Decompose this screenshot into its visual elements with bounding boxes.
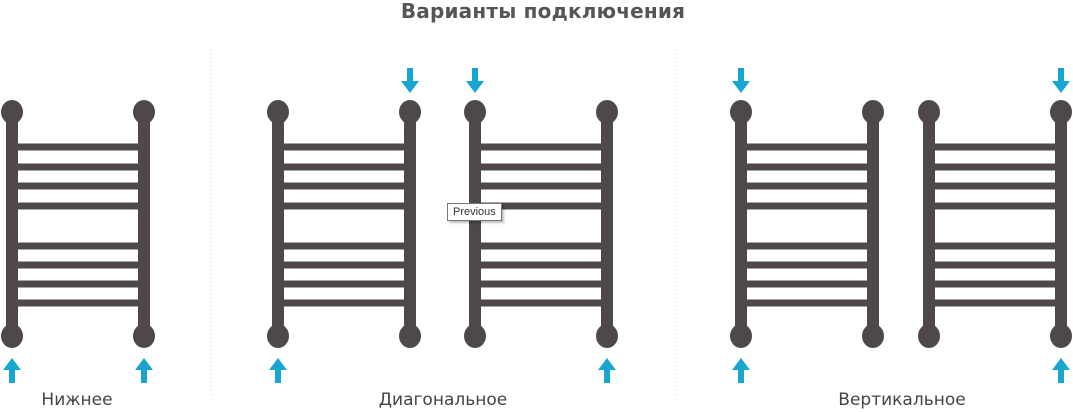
- towel-rung: [929, 143, 1061, 151]
- towel-rail-cap: [1050, 100, 1072, 124]
- towel-rung: [278, 242, 410, 250]
- towel-rail-pipe: [601, 105, 613, 343]
- towel-rung: [929, 261, 1061, 269]
- towel-rail-cap: [399, 100, 421, 124]
- towel-rung: [741, 242, 873, 250]
- label-bottom: Нижнее: [41, 390, 113, 410]
- towel-rung: [12, 202, 144, 210]
- towel-rail-cap: [1, 100, 23, 124]
- towel-rung: [475, 202, 607, 210]
- towel-rung: [475, 299, 607, 307]
- towel-rung: [475, 280, 607, 288]
- towel-rung: [475, 163, 607, 171]
- towel-rung: [475, 242, 607, 250]
- towel-rung: [12, 242, 144, 250]
- towel-rail-pipe: [735, 105, 747, 343]
- towel-rail-pipe: [404, 105, 416, 343]
- towel-rail-pipe: [272, 105, 284, 343]
- towel-rung: [278, 202, 410, 210]
- arrow-up-icon: [1052, 358, 1070, 383]
- label-diagonal: Диагональное: [378, 390, 508, 410]
- towel-rail-cap: [1, 324, 23, 348]
- label-vertical: Вертикальное: [838, 390, 966, 410]
- towel-rung: [278, 261, 410, 269]
- towel-rail-cap: [267, 324, 289, 348]
- towel-rail-cap: [918, 100, 940, 124]
- towel-rail-pipe: [138, 105, 150, 343]
- arrow-down-icon: [732, 68, 750, 93]
- towel-rail-pipe: [923, 105, 935, 343]
- arrow-up-icon: [732, 358, 750, 383]
- towel-rung: [12, 163, 144, 171]
- towel-rung: [278, 143, 410, 151]
- towel-rung: [278, 163, 410, 171]
- towel-rail-cap: [596, 100, 618, 124]
- towel-rail-cap: [133, 100, 155, 124]
- towel-rail-cap: [1050, 324, 1072, 348]
- arrow-up-icon: [135, 358, 153, 383]
- section-title: Варианты подключения: [400, 0, 686, 23]
- towel-rail-cap: [862, 324, 884, 348]
- towel-rail-cap: [464, 100, 486, 124]
- towel-rung: [741, 143, 873, 151]
- towel-rail-cap: [730, 324, 752, 348]
- towel-rung: [929, 242, 1061, 250]
- towel-rung: [929, 299, 1061, 307]
- towel-rung: [929, 202, 1061, 210]
- towel-rail-cap: [862, 100, 884, 124]
- towel-rail-pipe: [469, 105, 481, 343]
- arrow-down-icon: [401, 68, 419, 93]
- arrow-down-icon: [1052, 68, 1070, 93]
- towel-rung: [12, 280, 144, 288]
- towel-rail-pipe: [6, 105, 18, 343]
- towel-rail-cap: [596, 324, 618, 348]
- towel-rung: [929, 163, 1061, 171]
- towel-rung: [12, 299, 144, 307]
- arrow-up-icon: [598, 358, 616, 383]
- towel-rung: [741, 182, 873, 190]
- towel-rung: [929, 182, 1061, 190]
- towel-rail-pipe: [1055, 105, 1067, 343]
- towel-rung: [278, 299, 410, 307]
- towel-rung: [278, 280, 410, 288]
- towel-rail-cap: [399, 324, 421, 348]
- towel-rail-cap: [918, 324, 940, 348]
- towel-rung: [475, 261, 607, 269]
- towel-rung: [12, 143, 144, 151]
- towel-rung: [12, 182, 144, 190]
- towel-rail-cap: [267, 100, 289, 124]
- towel-rung: [475, 182, 607, 190]
- arrow-up-icon: [269, 358, 287, 383]
- towel-rail-cap: [730, 100, 752, 124]
- towel-rung: [475, 143, 607, 151]
- towel-rung: [741, 163, 873, 171]
- towel-rung: [741, 202, 873, 210]
- towel-rung: [929, 280, 1061, 288]
- arrow-down-icon: [466, 68, 484, 93]
- towel-rail-cap: [133, 324, 155, 348]
- towel-rung: [741, 280, 873, 288]
- towel-rung: [278, 182, 410, 190]
- towel-rail-pipe: [867, 105, 879, 343]
- towel-rung: [12, 261, 144, 269]
- towel-rung: [741, 299, 873, 307]
- towel-rail-cap: [464, 324, 486, 348]
- arrow-up-icon: [3, 358, 21, 383]
- tooltip-previous: Previous: [447, 203, 502, 221]
- towel-rung: [741, 261, 873, 269]
